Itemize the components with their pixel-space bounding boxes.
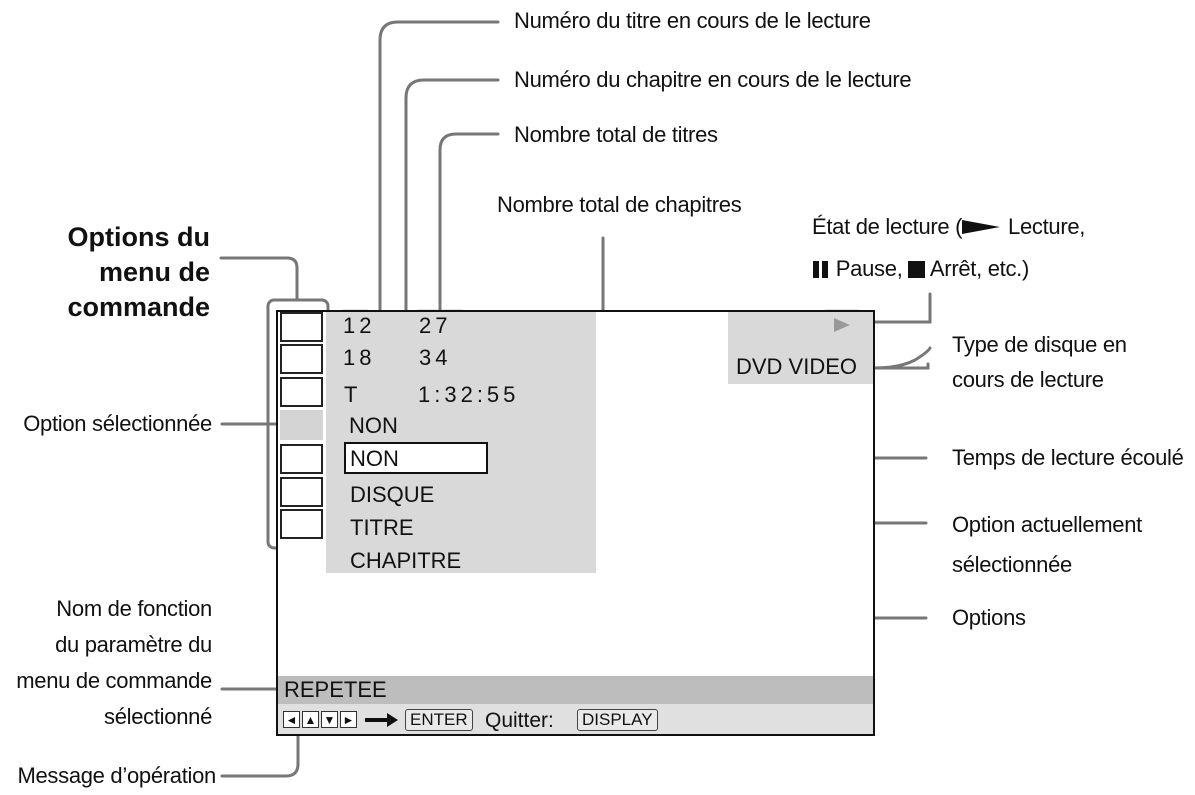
label-current-option-line1: Option actuellement: [952, 512, 1142, 537]
menu-cell-3[interactable]: [280, 377, 323, 407]
current-setting: NON: [349, 413, 398, 438]
menu-cell-5[interactable]: [280, 444, 323, 474]
display-key: DISPLAY: [577, 709, 658, 731]
option-item-2[interactable]: TITRE: [350, 515, 414, 540]
option-highlight-box[interactable]: [344, 442, 488, 474]
label-function-name-line4: sélectionné: [104, 704, 212, 729]
arrow-right-icon: [365, 713, 398, 727]
function-name: REPETEE: [284, 677, 387, 702]
play-icon: [962, 220, 1001, 234]
play-icon: [834, 318, 850, 332]
osd-function-bar: [278, 676, 873, 704]
chapter-current: 18: [343, 345, 376, 370]
label-title-number: Numéro du titre en cours de le lecture: [514, 8, 871, 33]
chapter-total: 34: [419, 345, 452, 370]
play-state-pause: Pause,: [830, 256, 909, 281]
label-disc-type-line2: cours de lecture: [952, 367, 1104, 392]
label-play-state-line2: Pause, Arrêt, etc.): [812, 256, 1029, 282]
arrow-left-key-icon: ◄: [283, 711, 300, 728]
label-play-state-line1: État de lecture ( Lecture,: [812, 214, 1085, 240]
label-operation-message: Message d’opération: [17, 763, 216, 788]
label-function-name-line3: menu de commande: [16, 668, 212, 693]
label-menu-options-line1: Options du: [67, 222, 210, 252]
option-item-3[interactable]: CHAPITRE: [350, 548, 462, 573]
label-disc-type-line1: Type de disque en: [952, 332, 1127, 357]
label-chapter-number: Numéro du chapitre en cours de le lectur…: [514, 67, 912, 92]
play-state-stop: Arrêt, etc.): [925, 256, 1030, 281]
label-total-titles: Nombre total de titres: [514, 122, 718, 147]
disc-type: DVD VIDEO: [736, 354, 858, 379]
label-function-name-line2: du paramètre du: [55, 632, 212, 657]
label-options: Options: [952, 605, 1026, 630]
pause-icon: [813, 261, 828, 278]
label-current-option-line2: sélectionnée: [952, 552, 1072, 577]
menu-cell-2[interactable]: [280, 344, 323, 374]
option-item-0[interactable]: NON: [350, 446, 399, 471]
label-menu-options-line2: menu de: [98, 257, 210, 287]
label-selected-option: Option sélectionnée: [23, 411, 212, 436]
elapsed-time-value: 1:32:55: [418, 382, 520, 407]
menu-cell-1[interactable]: [280, 312, 323, 342]
quit-label: Quitter:: [485, 709, 554, 732]
label-function-name-line1: Nom de fonction: [56, 596, 212, 621]
play-state-prefix: État de lecture (: [812, 214, 963, 239]
label-menu-options-line3: commande: [67, 292, 210, 322]
stop-icon: [908, 261, 926, 278]
label-total-chapters: Nombre total de chapitres: [497, 192, 742, 217]
menu-cell-selected[interactable]: [280, 410, 323, 440]
title-total: 27: [419, 313, 452, 338]
arrow-right-key-icon: ►: [340, 711, 357, 728]
menu-cell-6[interactable]: [280, 477, 323, 507]
enter-key: ENTER: [405, 709, 473, 731]
menu-cell-7[interactable]: [280, 509, 323, 539]
option-item-1[interactable]: DISQUE: [350, 482, 435, 507]
title-current: 12: [343, 313, 376, 338]
label-elapsed-time: Temps de lecture écoulé: [952, 445, 1184, 470]
play-state-lecture: Lecture,: [1002, 214, 1086, 239]
time-prefix: T: [344, 382, 358, 407]
arrow-up-key-icon: ▲: [302, 711, 319, 728]
osd-status-panel: [728, 312, 873, 384]
arrow-down-key-icon: ▼: [321, 711, 338, 728]
